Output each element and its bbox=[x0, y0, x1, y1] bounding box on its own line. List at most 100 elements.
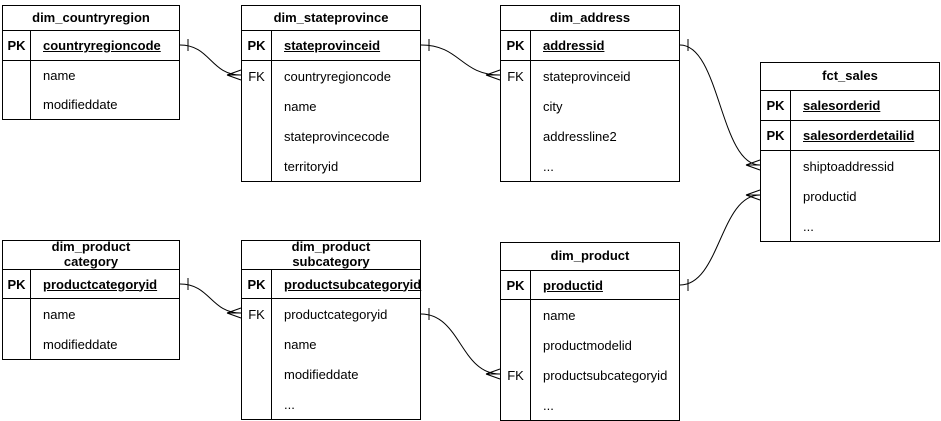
field-name: name bbox=[3, 61, 179, 90]
entity-title: dim_product bbox=[501, 243, 679, 271]
fk-badge: FK bbox=[501, 360, 531, 390]
fk-badge: FK bbox=[501, 61, 531, 91]
many-marker bbox=[226, 69, 242, 81]
key-cell bbox=[501, 121, 531, 151]
entity-title: dim_address bbox=[501, 6, 679, 31]
field-ellipsis: ... bbox=[761, 211, 939, 241]
field-productcategoryid: FK productcategoryid bbox=[242, 299, 420, 329]
entity-dim-stateprovince[interactable]: dim_stateprovince PK stateprovinceid FK … bbox=[241, 5, 421, 182]
key-cell bbox=[3, 329, 31, 359]
relationship-line bbox=[179, 44, 242, 76]
key-cell bbox=[3, 299, 31, 329]
field-name-label: ... bbox=[543, 158, 554, 174]
field-city: city bbox=[501, 91, 679, 121]
field-name: name bbox=[242, 91, 420, 121]
key-cell bbox=[501, 151, 531, 181]
pk-badge: PK bbox=[242, 270, 272, 298]
many-marker bbox=[745, 159, 761, 171]
entity-title: dim_stateprovince bbox=[242, 6, 420, 31]
field-name-label: name bbox=[543, 307, 576, 323]
key-cell bbox=[761, 181, 791, 211]
pk-badge: PK bbox=[501, 271, 531, 299]
field-ellipsis: ... bbox=[501, 151, 679, 181]
field-territoryid: territoryid bbox=[242, 151, 420, 181]
field-name-label: productid bbox=[543, 277, 603, 293]
fk-badge: FK bbox=[242, 299, 272, 329]
field-productid: productid bbox=[761, 181, 939, 211]
relationship-countryregion-stateprovince[interactable] bbox=[179, 39, 242, 81]
field-countryregioncode: PK countryregioncode bbox=[3, 31, 179, 61]
relationship-stateprovince-address[interactable] bbox=[420, 39, 501, 81]
entity-fct-sales[interactable]: fct_sales PK salesorderid PK salesorderd… bbox=[760, 62, 940, 242]
key-cell bbox=[501, 330, 531, 360]
key-cell bbox=[242, 329, 272, 359]
field-name-label: addressline2 bbox=[543, 128, 617, 144]
relationship-address-fctsales[interactable] bbox=[679, 39, 761, 171]
field-name-label: modifieddate bbox=[43, 97, 118, 112]
key-cell bbox=[761, 151, 791, 181]
field-name-label: name bbox=[284, 336, 317, 352]
key-cell bbox=[501, 300, 531, 330]
entity-title: dim_product category bbox=[3, 240, 179, 270]
pk-badge: PK bbox=[501, 31, 531, 60]
relationship-line bbox=[179, 283, 242, 314]
field-name: name bbox=[3, 299, 179, 329]
field-name-label: productcategoryid bbox=[43, 276, 158, 292]
field-name-label: addressid bbox=[543, 38, 605, 53]
field-modifieddate: modifieddate bbox=[242, 359, 420, 389]
entity-dim-countryregion[interactable]: dim_countryregion PK countryregioncode n… bbox=[2, 5, 180, 120]
pk-badge: PK bbox=[3, 270, 31, 298]
relationship-subcategory-product[interactable] bbox=[420, 308, 501, 380]
field-productmodelid: productmodelid bbox=[501, 330, 679, 360]
field-name-label: name bbox=[43, 306, 76, 322]
many-marker bbox=[485, 69, 501, 81]
field-name-label: salesorderid bbox=[803, 98, 881, 113]
relationship-line bbox=[679, 44, 761, 166]
entity-dim-productsubcategory[interactable]: dim_product subcategory PK productsubcat… bbox=[241, 240, 421, 420]
entity-dim-product[interactable]: dim_product PK productid name productmod… bbox=[500, 242, 680, 421]
field-name-label: countryregioncode bbox=[284, 68, 391, 84]
field-addressline2: addressline2 bbox=[501, 121, 679, 151]
field-productcategoryid: PK productcategoryid bbox=[3, 270, 179, 299]
field-name-label: productmodelid bbox=[543, 337, 632, 353]
entity-dim-address[interactable]: dim_address PK addressid FK stateprovinc… bbox=[500, 5, 680, 182]
key-cell bbox=[761, 211, 791, 241]
relationship-line bbox=[420, 44, 501, 76]
many-marker bbox=[485, 368, 501, 380]
field-productid: PK productid bbox=[501, 271, 679, 300]
field-stateprovinceid: FK stateprovinceid bbox=[501, 61, 679, 91]
key-cell bbox=[242, 359, 272, 389]
field-name-label: ... bbox=[543, 397, 554, 413]
field-name-label: name bbox=[284, 98, 317, 114]
key-cell bbox=[242, 389, 272, 419]
field-name-label: stateprovinceid bbox=[284, 38, 381, 53]
many-marker bbox=[226, 307, 242, 319]
key-cell bbox=[242, 151, 272, 181]
field-name-label: city bbox=[543, 98, 563, 114]
key-cell bbox=[3, 61, 31, 90]
pk-badge: PK bbox=[761, 121, 791, 150]
field-addressid: PK addressid bbox=[501, 31, 679, 61]
entity-title: dim_countryregion bbox=[3, 6, 179, 31]
relationship-line bbox=[679, 194, 761, 286]
field-name-label: stateprovincecode bbox=[284, 128, 390, 144]
pk-badge: PK bbox=[242, 31, 272, 60]
field-modifieddate: modifieddate bbox=[3, 329, 179, 359]
key-cell bbox=[3, 90, 31, 119]
field-name-label: countryregioncode bbox=[43, 38, 161, 53]
field-name-label: stateprovinceid bbox=[543, 68, 631, 84]
field-name-label: productcategoryid bbox=[284, 306, 388, 322]
relationship-productcategory-subcategory[interactable] bbox=[179, 278, 242, 319]
field-salesorderdetailid: PK salesorderdetailid bbox=[761, 121, 939, 151]
entity-dim-productcategory[interactable]: dim_product category PK productcategoryi… bbox=[2, 240, 180, 360]
field-modifieddate: modifieddate bbox=[3, 90, 179, 119]
relationship-product-fctsales[interactable] bbox=[679, 189, 761, 291]
pk-badge: PK bbox=[761, 91, 791, 120]
field-ellipsis: ... bbox=[242, 389, 420, 419]
field-countryregioncode: FK countryregioncode bbox=[242, 61, 420, 91]
key-cell bbox=[501, 91, 531, 121]
field-name-label: productsubcategoryid bbox=[284, 276, 422, 292]
field-name-label: territoryid bbox=[284, 158, 339, 174]
field-name-label: ... bbox=[284, 396, 295, 412]
